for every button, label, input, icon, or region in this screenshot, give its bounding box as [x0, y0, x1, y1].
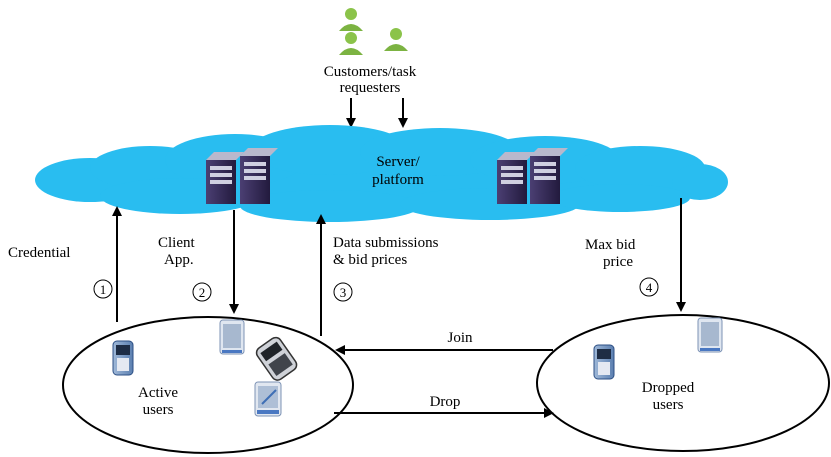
mobile-phone-icon — [593, 344, 615, 380]
server-label-line2: platform — [372, 172, 424, 188]
cloud-shape — [35, 125, 728, 222]
tablet-icon — [219, 319, 245, 355]
server-icon — [240, 148, 278, 204]
customers-people-icon — [339, 8, 408, 55]
step-2-marker — [192, 282, 212, 302]
step-3-marker — [333, 282, 353, 302]
dropped-users-label-line2: users — [653, 397, 684, 413]
max-bid-label-line2: price — [603, 254, 633, 270]
tablet-icon — [697, 317, 723, 353]
pda-icon — [254, 381, 282, 417]
step-4-number: 4 — [646, 280, 653, 295]
customers-label-line1: Customers/task — [324, 64, 417, 80]
person-icon — [339, 32, 363, 55]
active-users-group — [62, 316, 354, 454]
step-1-marker — [93, 279, 113, 299]
dropped-users-group — [536, 314, 830, 452]
data-submissions-label-line2: & bid prices — [333, 252, 407, 268]
active-users-label-line2: users — [143, 402, 174, 418]
client-app-label-line2: App. — [164, 252, 194, 268]
person-icon — [384, 28, 408, 51]
mobile-phone-icon — [112, 340, 134, 376]
server-label-line1: Server/ — [376, 154, 420, 170]
step-4-marker — [639, 277, 659, 297]
active-users-label-line1: Active — [138, 385, 178, 401]
step-2-number: 2 — [199, 285, 206, 300]
server-icon — [497, 152, 535, 204]
max-bid-label-line1: Max bid — [585, 237, 636, 253]
server-icon — [206, 152, 244, 204]
person-icon — [339, 8, 363, 31]
cell-phone-icon — [255, 336, 298, 381]
join-label: Join — [447, 330, 473, 346]
drop-label: Drop — [430, 394, 461, 410]
step-3-number: 3 — [340, 285, 347, 300]
client-app-label-line1: Client — [158, 235, 195, 251]
credential-label: Credential — [8, 245, 70, 261]
customers-label-line2: requesters — [340, 80, 401, 96]
step-1-number: 1 — [100, 282, 107, 297]
dropped-users-label-line1: Dropped — [642, 380, 695, 396]
server-icon — [530, 148, 568, 204]
data-submissions-label-line1: Data submissions — [333, 235, 439, 251]
